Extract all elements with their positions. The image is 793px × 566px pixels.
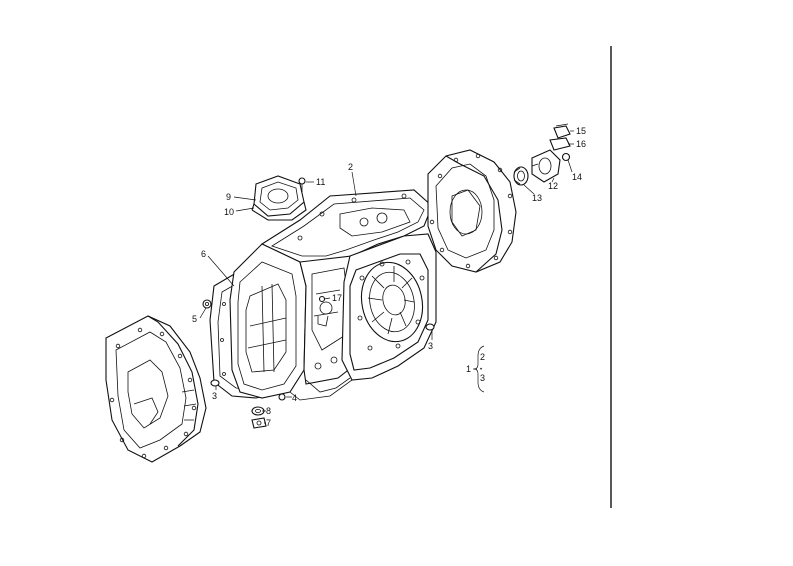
seal-13: [513, 166, 529, 186]
callout-10: 10: [224, 207, 234, 217]
side-cover-plate: [105, 315, 207, 463]
rear-housing: [427, 149, 517, 273]
callout-16: 16: [576, 139, 586, 149]
nut-14: [561, 152, 571, 162]
callout-8: 8: [266, 406, 271, 416]
callout-9: 9: [226, 192, 231, 202]
callout-14: 14: [572, 172, 582, 182]
drain-plug-7: [251, 417, 267, 429]
callout-11: 11: [316, 177, 325, 187]
bolt-11: [298, 177, 306, 192]
callout-17: 17: [332, 293, 342, 303]
legend-part-b: 3: [480, 373, 485, 383]
callout-3-left: 3: [212, 391, 217, 401]
callout-4: 4: [292, 393, 297, 403]
callout-7: 7: [266, 418, 271, 428]
legend-assembly-number: 1: [466, 364, 471, 374]
dowel-3-left: [210, 379, 220, 387]
callout-15: 15: [576, 126, 586, 136]
assembly-legend: 1 2 • 3: [466, 345, 485, 393]
dowel-3-right: [425, 323, 435, 331]
cap-15: [553, 123, 571, 139]
plug-5: [202, 299, 212, 309]
pin-17: [318, 295, 326, 303]
legend-dot: •: [480, 367, 482, 373]
main-transmission-housing: [229, 189, 437, 401]
callout-12: 12: [548, 181, 558, 191]
top-inspection-cover: [251, 175, 307, 221]
leader-lines: [199, 130, 574, 424]
callout-3-right: 3: [428, 341, 433, 351]
callout-13: 13: [532, 193, 542, 203]
bearing-cap-12: [531, 149, 561, 183]
plug-16: [549, 137, 571, 151]
screw-4: [278, 393, 286, 401]
legend-part-a: 2: [480, 352, 485, 362]
callout-2: 2: [348, 162, 353, 172]
callout-6: 6: [201, 249, 206, 259]
callout-5: 5: [192, 314, 197, 324]
